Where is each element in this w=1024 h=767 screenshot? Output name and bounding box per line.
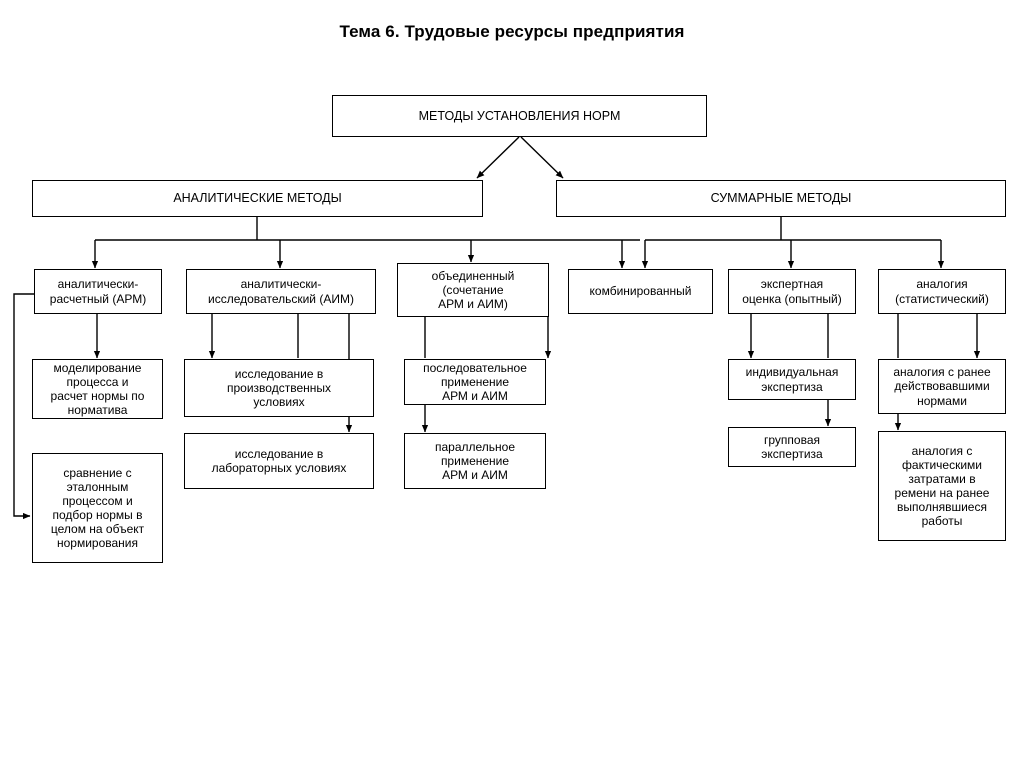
node-analogy-statistical[interactable]: аналогия(статистический) [878, 269, 1006, 314]
node-root-label: МЕТОДЫ УСТАНОВЛЕНИЯ НОРМ [418, 108, 621, 123]
node-combined[interactable]: комбинированный [568, 269, 713, 314]
node-combined-label: комбинированный [589, 284, 692, 299]
node-root[interactable]: МЕТОДЫ УСТАНОВЛЕНИЯ НОРМ [332, 95, 707, 137]
node-summary-methods[interactable]: СУММАРНЫЕ МЕТОДЫ [556, 180, 1006, 217]
node-analytical-methods-label: АНАЛИТИЧЕСКИЕ МЕТОДЫ [173, 191, 342, 206]
node-analytical-research[interactable]: аналитически-исследовательский (АИМ) [186, 269, 376, 314]
edge-root-analytic [476, 136, 520, 179]
node-summary-methods-label: СУММАРНЫЕ МЕТОДЫ [710, 191, 852, 206]
node-analytical-calculation-label: аналитически-расчетный (АРМ) [49, 277, 147, 306]
node-analytical-calculation[interactable]: аналитически-расчетный (АРМ) [34, 269, 162, 314]
node-analytical-research-label: аналитически-исследовательский (АИМ) [208, 277, 354, 306]
node-analogy-statistical-label: аналогия(статистический) [895, 277, 989, 306]
edge-root-summary [520, 136, 564, 179]
node-analytical-methods[interactable]: АНАЛИТИЧЕСКИЕ МЕТОДЫ [32, 180, 483, 217]
page-title: Тема 6. Трудовые ресурсы предприятия [339, 22, 685, 41]
